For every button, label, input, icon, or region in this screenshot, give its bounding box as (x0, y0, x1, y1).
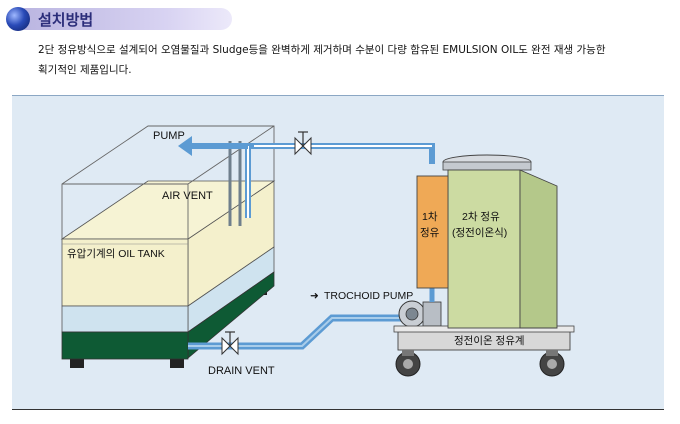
pump-label: PUMP (153, 130, 185, 142)
air-vent-label: AIR VENT (162, 190, 213, 202)
oil-tank (60, 125, 276, 368)
description-line-1: 2단 정유방식으로 설계되어 오염물질과 Sludge등을 완벽하게 제거하며 … (38, 44, 606, 56)
air-vent-pipes (228, 141, 242, 226)
stage2-label-line1: 2차 정유 (462, 211, 500, 223)
purifier-unit (393, 154, 575, 377)
trochoid-pump-arrow: ➜ (310, 290, 319, 302)
section-title: 설치방법 (38, 11, 94, 29)
trochoid-pump-label: TROCHOID PUMP (324, 290, 413, 302)
section-header-bar (14, 8, 232, 30)
return-pipe (178, 131, 435, 218)
oil-tank-label: 유압기계의 OIL TANK (67, 247, 165, 260)
bullet-sphere-icon (6, 7, 30, 31)
installation-diagram: PUMP AIR VENT 유압기계의 OIL TANK DRAIN VENT … (12, 95, 664, 410)
drain-pipe (188, 314, 404, 356)
stage1-label-line2: 정유 (420, 227, 440, 239)
drain-vent-label: DRAIN VENT (208, 365, 275, 377)
stage1-label-line1: 1차 (422, 211, 438, 223)
description-line-2: 획기적인 제품입니다. (38, 64, 132, 76)
purifier-label: 정전이온 정유계 (454, 335, 525, 347)
stage2-label-line2: (정전이온식) (452, 227, 507, 239)
